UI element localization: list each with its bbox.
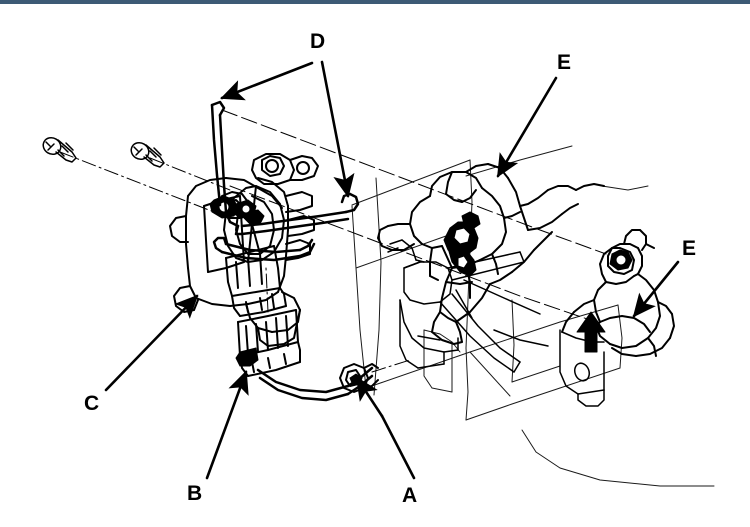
leader-arrows [104,60,680,480]
actuator-rod-upper [210,100,240,228]
callout-label-e-lower: E [682,237,697,260]
actuator-rod-lower [212,192,360,262]
top-border-bar [0,0,750,4]
leader-E-lower [632,260,680,318]
leader-D-left [220,61,314,101]
callout-label-a: A [402,484,418,507]
callout-label-b: B [187,482,203,505]
leader-C [104,294,199,392]
install-direction-arrow [576,311,606,353]
leader-A-tail [380,414,416,480]
leader-A [355,376,384,418]
latch-pawl-highlight [453,227,471,269]
mounting-screw-left [42,136,77,163]
latch-assembly-lower [561,229,675,357]
callout-label-d: D [310,30,326,53]
assembly-axis-lines-2 [221,109,607,323]
lower-bracket-leg [559,329,605,407]
callout-label-e-upper: E [557,51,572,74]
leader-D-right [320,60,355,198]
latch-lower-striker-hole [615,254,627,266]
callout-label-c: C [84,392,100,415]
harness-connector-latch [235,347,259,367]
mounting-screw-right [130,141,165,168]
leader-B [205,370,249,480]
support-bracket-structure [387,239,549,373]
leader-E-upper [496,76,558,178]
assembly-axis-lines [59,151,411,373]
